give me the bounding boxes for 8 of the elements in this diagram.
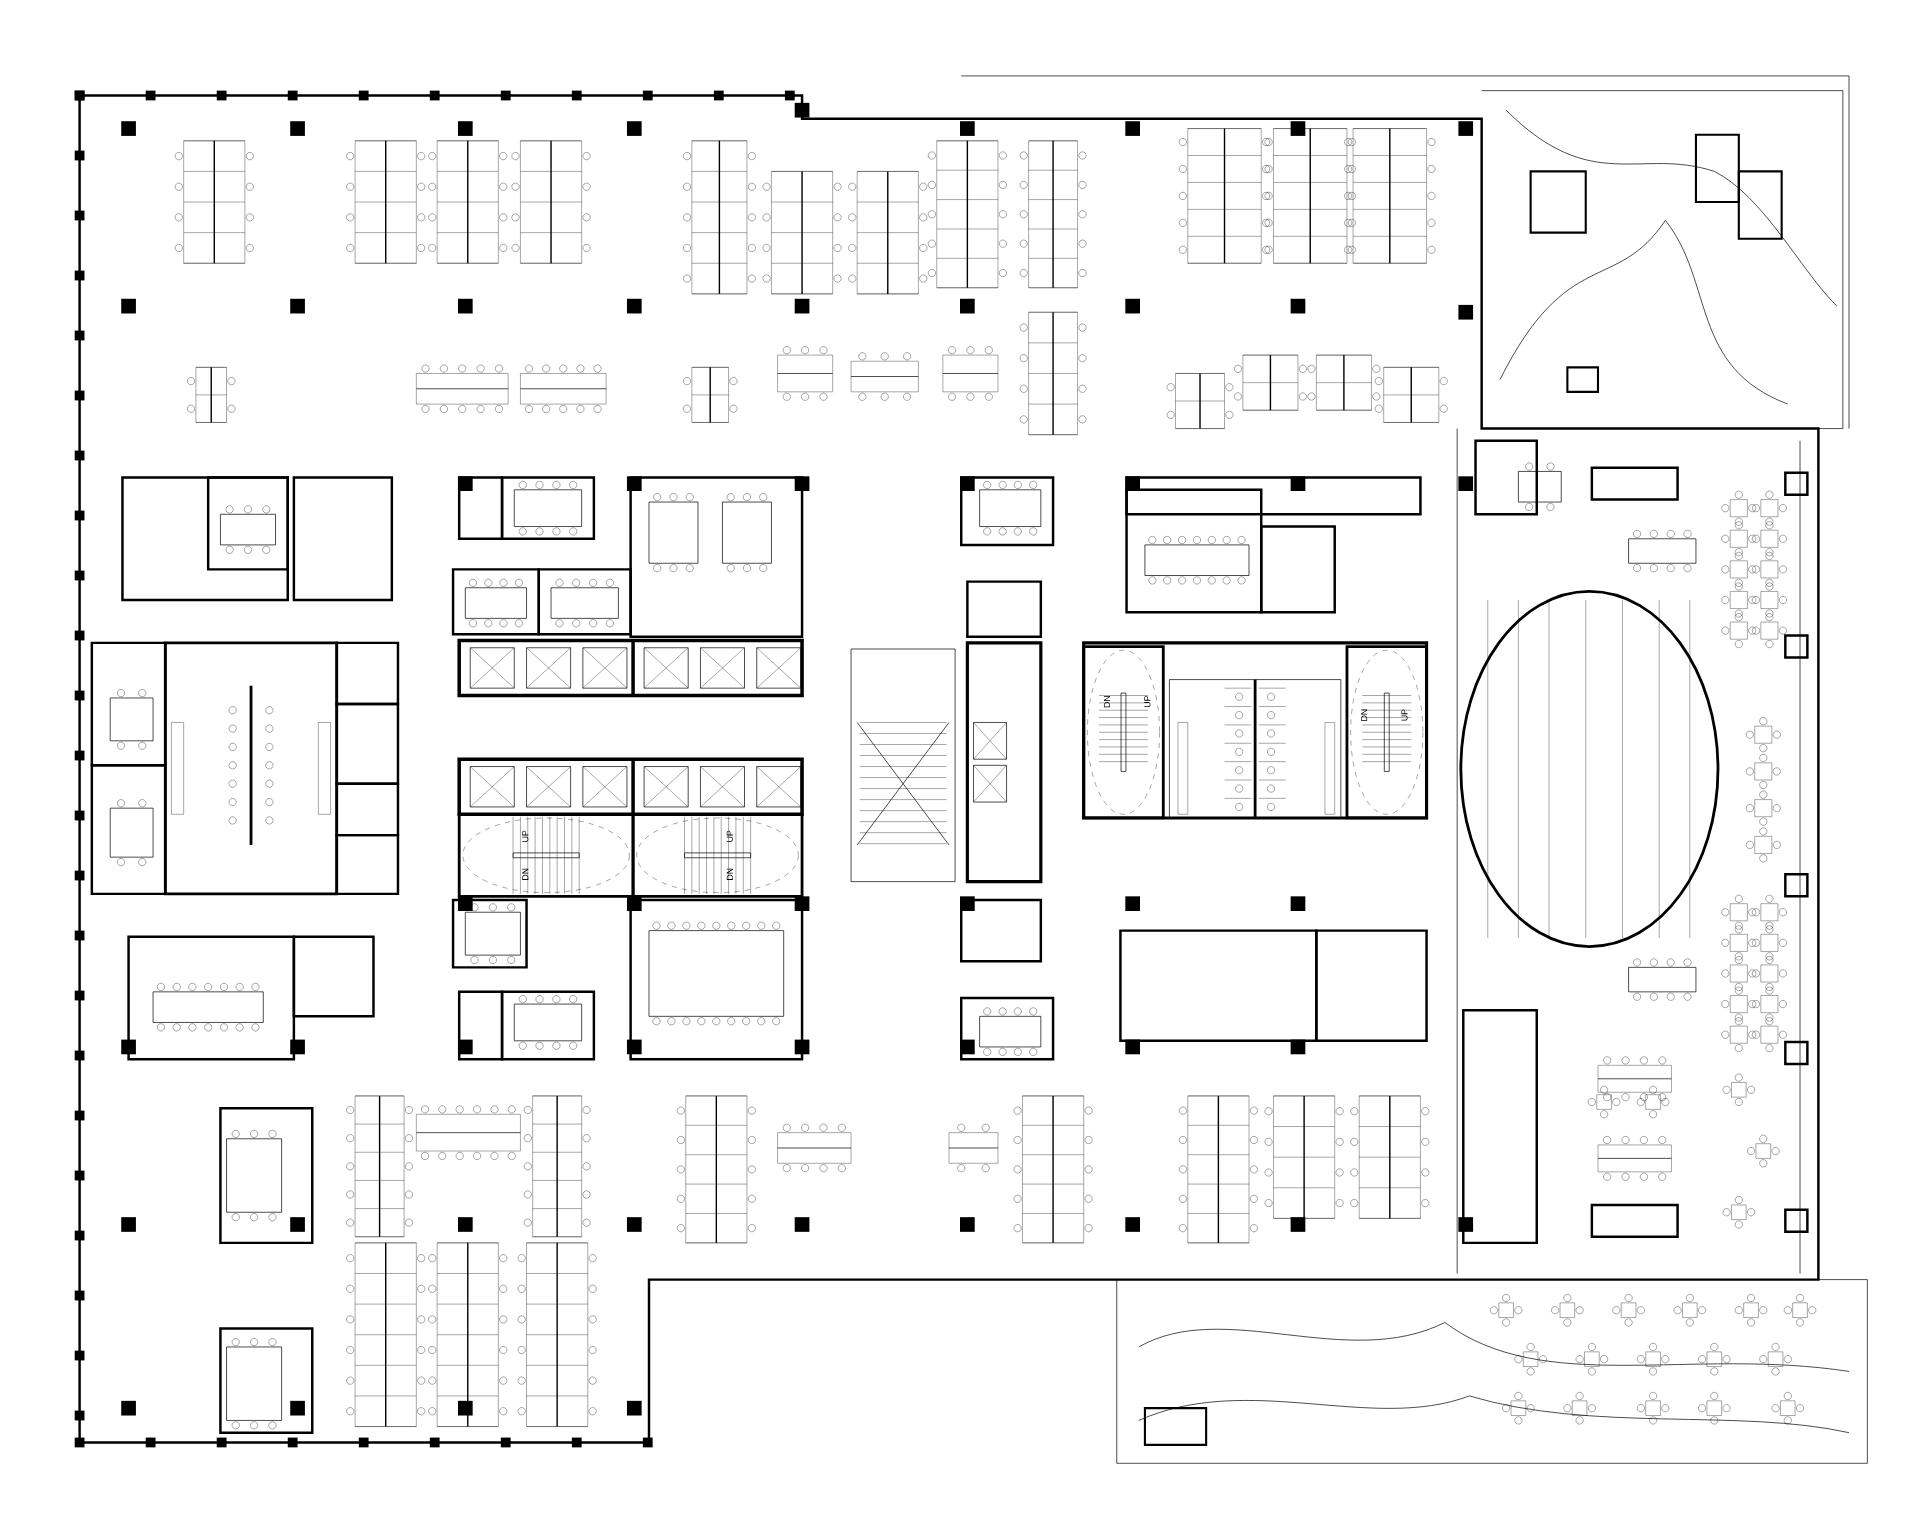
stair-label: DN (1103, 695, 1110, 708)
stair-label: DN (522, 868, 529, 880)
stair-label: UP (1401, 709, 1408, 721)
stair-label: UP (522, 830, 529, 842)
stair-label: DN (726, 868, 733, 880)
stair-label: UP (1144, 695, 1151, 707)
stair-label: UP (726, 830, 733, 842)
stair-label: DN (1361, 709, 1368, 721)
